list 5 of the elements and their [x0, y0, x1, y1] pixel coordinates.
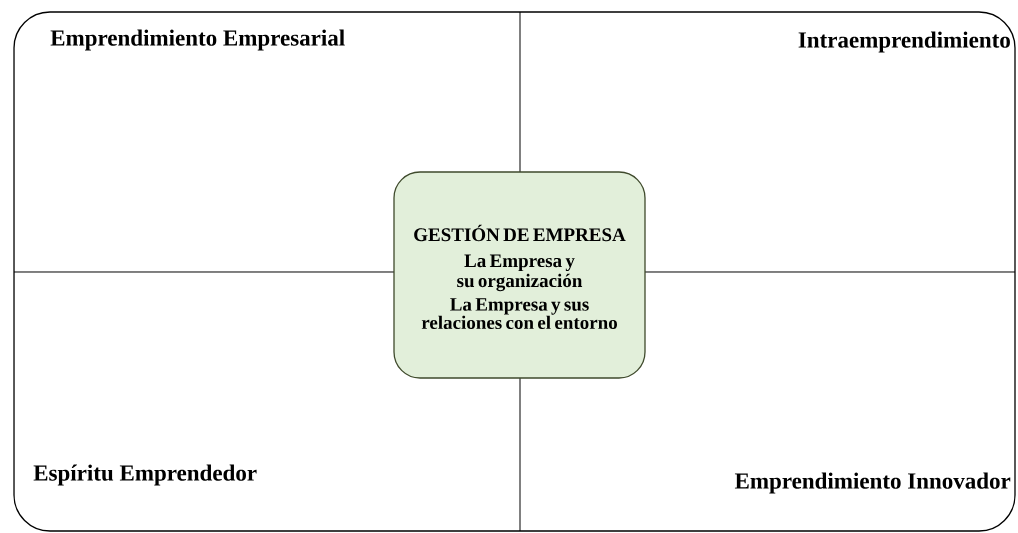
quadrant-title: Emprendimiento Innovador: [734, 472, 1011, 494]
quadrant-title: Intraemprendimiento: [798, 31, 1010, 53]
quadrant-title: Emprendimiento Empresarial: [50, 29, 345, 51]
quadrant-title: Espíritu Emprendedor: [33, 464, 257, 486]
topic-box: GESTIÓN DE EMPRESA La Empresa y su organización La Empresa y sus relaciones con el entorno: [393, 171, 646, 379]
